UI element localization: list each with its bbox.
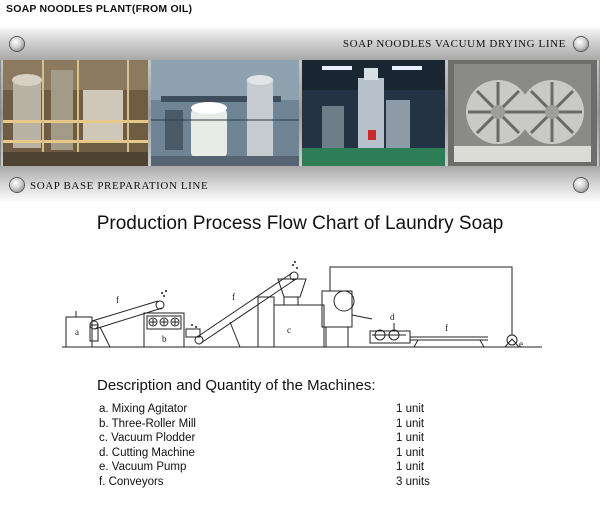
machine-name: d. Cutting Machine: [99, 446, 195, 459]
product-particles: [161, 261, 298, 328]
photo-plant-interior: [3, 60, 148, 166]
machine-name: f. Conveyors: [99, 475, 164, 488]
conveyor-3: [410, 336, 488, 348]
label-f-2: f: [232, 292, 235, 302]
vacuum-line: [329, 266, 513, 335]
banner-top-strip: [0, 26, 600, 60]
machine-quantity: 1 unit: [396, 417, 425, 430]
banner-bottom-strip: [0, 166, 600, 201]
base-line-label: SOAP BASE PREPARATION LINE: [30, 180, 209, 192]
list-item: c. Vacuum Plodder 1 unit: [99, 432, 499, 447]
list-item: d. Cutting Machine 1 unit: [99, 447, 499, 462]
machine-quantity: 1 unit: [396, 446, 425, 459]
label-c: c: [287, 325, 291, 335]
bolt-icon: [10, 178, 24, 192]
machine-name: c. Vacuum Plodder: [99, 432, 196, 444]
machine-quantity: 1 unit: [396, 461, 425, 473]
vacuum-pump: [503, 334, 521, 348]
bolt-icon: [574, 37, 588, 51]
label-b: b: [162, 334, 167, 344]
label-f-1: f: [116, 295, 119, 305]
label-e: e: [519, 339, 523, 349]
banner: SOAP NOODLES VACUUM DRYING LINE SOAP BAS…: [0, 26, 600, 201]
cutting-machine: [369, 323, 411, 344]
machine-quantity: 1 unit: [396, 403, 425, 415]
machine-name: e. Vacuum Pump: [99, 461, 187, 473]
photo-drying-line: [302, 60, 445, 166]
process-flow-diagram: a b c d e f f f: [62, 261, 542, 349]
list-item: e. Vacuum Pump 1 unit: [99, 461, 499, 476]
label-f-3: f: [445, 323, 448, 333]
machine-name: b. Three-Roller Mill: [99, 417, 196, 430]
chart-title: Production Process Flow Chart of Laundry…: [96, 213, 504, 234]
machine-list: a. Mixing Agitator 1 unit b. Three-Rolle…: [99, 403, 499, 490]
bolt-icon: [574, 178, 588, 192]
description-title: Description and Quantity of the Machines…: [97, 377, 376, 394]
plant-title: SOAP NOODLES PLANT(FROM OIL): [6, 3, 193, 15]
machine-quantity: 3 units: [396, 475, 430, 488]
drying-line-label: SOAP NOODLES VACUUM DRYING LINE: [342, 38, 566, 50]
label-a: a: [75, 327, 79, 337]
list-item: b. Three-Roller Mill 1 unit: [99, 418, 499, 433]
machine-name: a. Mixing Agitator: [99, 403, 188, 415]
label-d: d: [390, 312, 395, 322]
photo-tanks: [151, 60, 299, 166]
bolt-icon: [10, 37, 24, 51]
list-item: f. Conveyors 3 units: [99, 476, 499, 491]
photo-machine-interior: [448, 60, 597, 166]
list-item: a. Mixing Agitator 1 unit: [99, 403, 499, 418]
conveyor-2: [194, 271, 299, 348]
vacuum-plodder: [257, 278, 373, 348]
machine-quantity: 1 unit: [396, 432, 425, 444]
mixing-agitator: [65, 311, 99, 348]
conveyor-1: [89, 300, 165, 348]
three-roller-mill: [143, 312, 201, 348]
